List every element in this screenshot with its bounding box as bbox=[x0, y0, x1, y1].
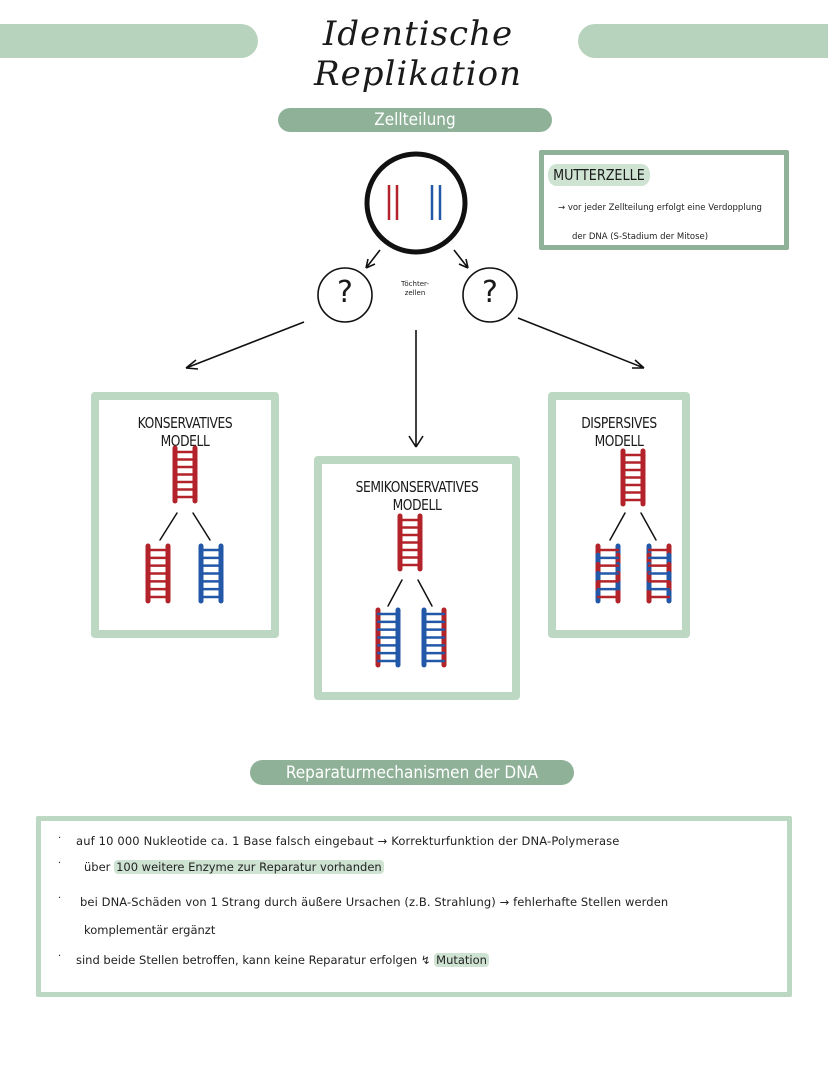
question-mark-right: ? bbox=[482, 275, 498, 310]
mutterzelle-line-1: → vor jeder Zellteilung erfolgt eine Ver… bbox=[558, 203, 762, 213]
conservative-parent-dna bbox=[172, 445, 198, 504]
repair-line-3: bei DNA-Schäden von 1 Strang durch äußer… bbox=[80, 895, 669, 909]
repair-box bbox=[36, 816, 792, 997]
dispersive-fork-lines bbox=[609, 512, 657, 541]
section-pill-repair: Reparaturmechanismen der DNA bbox=[250, 760, 574, 785]
mutterzelle-line-2: der DNA (S-Stadium der Mitose) bbox=[572, 232, 709, 242]
semiconservative-daughter-dna-2 bbox=[421, 607, 447, 668]
daughter-cell-left bbox=[317, 267, 373, 323]
dna-models-diagram bbox=[145, 445, 672, 668]
repair-line-5-highlight: Mutation bbox=[434, 953, 489, 967]
semiconservative-parent-dna bbox=[397, 513, 423, 572]
bullet-1: · bbox=[58, 833, 62, 844]
bullet-4: · bbox=[58, 951, 62, 962]
semiconservative-model-title: SEMIKONSERVATIVES MODELL bbox=[355, 478, 479, 514]
cell-division-diagram bbox=[185, 151, 645, 448]
conservative-model-title: KONSERVATIVES MODELL bbox=[137, 414, 233, 450]
question-mark-left: ? bbox=[337, 275, 353, 310]
section-title-repair: Reparaturmechanismen der DNA bbox=[285, 763, 539, 783]
mother-cell bbox=[364, 151, 468, 255]
title-bar-left bbox=[0, 24, 258, 58]
dispersive-daughter-dna-2 bbox=[646, 543, 672, 604]
semiconservative-daughter-dna-1 bbox=[375, 607, 401, 668]
dispersive-model-title: DISPERSIVES MODELL bbox=[581, 414, 657, 450]
mutation-arrow-icon: ↯ bbox=[420, 953, 431, 967]
dispersive-daughter-dna-1 bbox=[595, 543, 621, 604]
arrows bbox=[185, 249, 645, 448]
bullet-2: · bbox=[58, 858, 62, 869]
semiconservative-model-box: SEMIKONSERVATIVES MODELL bbox=[314, 456, 520, 700]
mutterzelle-box bbox=[539, 150, 789, 250]
repair-line-2-highlight: 100 weitere Enzyme zur Reparatur vorhand… bbox=[114, 860, 384, 874]
conservative-daughter-dna-1 bbox=[145, 543, 171, 604]
daughter-cell-right bbox=[462, 267, 518, 323]
repair-line-2-pre: über bbox=[84, 860, 111, 874]
repair-line-5-pre: sind beide Stellen betroffen, kann keine… bbox=[76, 953, 418, 967]
title-bar-right bbox=[578, 24, 828, 58]
conservative-daughter-dna-2 bbox=[198, 543, 224, 604]
daughter-cells-label: Töchter- zellen bbox=[391, 280, 439, 298]
repair-line-2: über 100 weitere Enzyme zur Reparatur vo… bbox=[84, 860, 384, 874]
conservative-model-box: KONSERVATIVES MODELL bbox=[91, 392, 279, 638]
daughter-label-line-2: zellen bbox=[404, 289, 426, 297]
daughter-label-line-1: Töchter- bbox=[401, 280, 429, 288]
section-pill-cell-division: Zellteilung bbox=[278, 108, 552, 132]
dispersive-parent-dna bbox=[620, 448, 646, 507]
page-title: Identische Replikation bbox=[313, 14, 522, 94]
section-title-cell-division: Zellteilung bbox=[374, 110, 456, 130]
repair-line-5: sind beide Stellen betroffen, kann keine… bbox=[76, 953, 489, 967]
semiconservative-fork-lines bbox=[387, 579, 433, 607]
repair-line-1: auf 10 000 Nukleotide ca. 1 Base falsch … bbox=[76, 834, 620, 848]
bullet-3: · bbox=[58, 893, 62, 904]
mutterzelle-title: MUTTERZELLE bbox=[548, 164, 650, 186]
repair-line-4: komplementär ergänzt bbox=[84, 923, 216, 937]
conservative-fork-lines bbox=[159, 512, 211, 541]
